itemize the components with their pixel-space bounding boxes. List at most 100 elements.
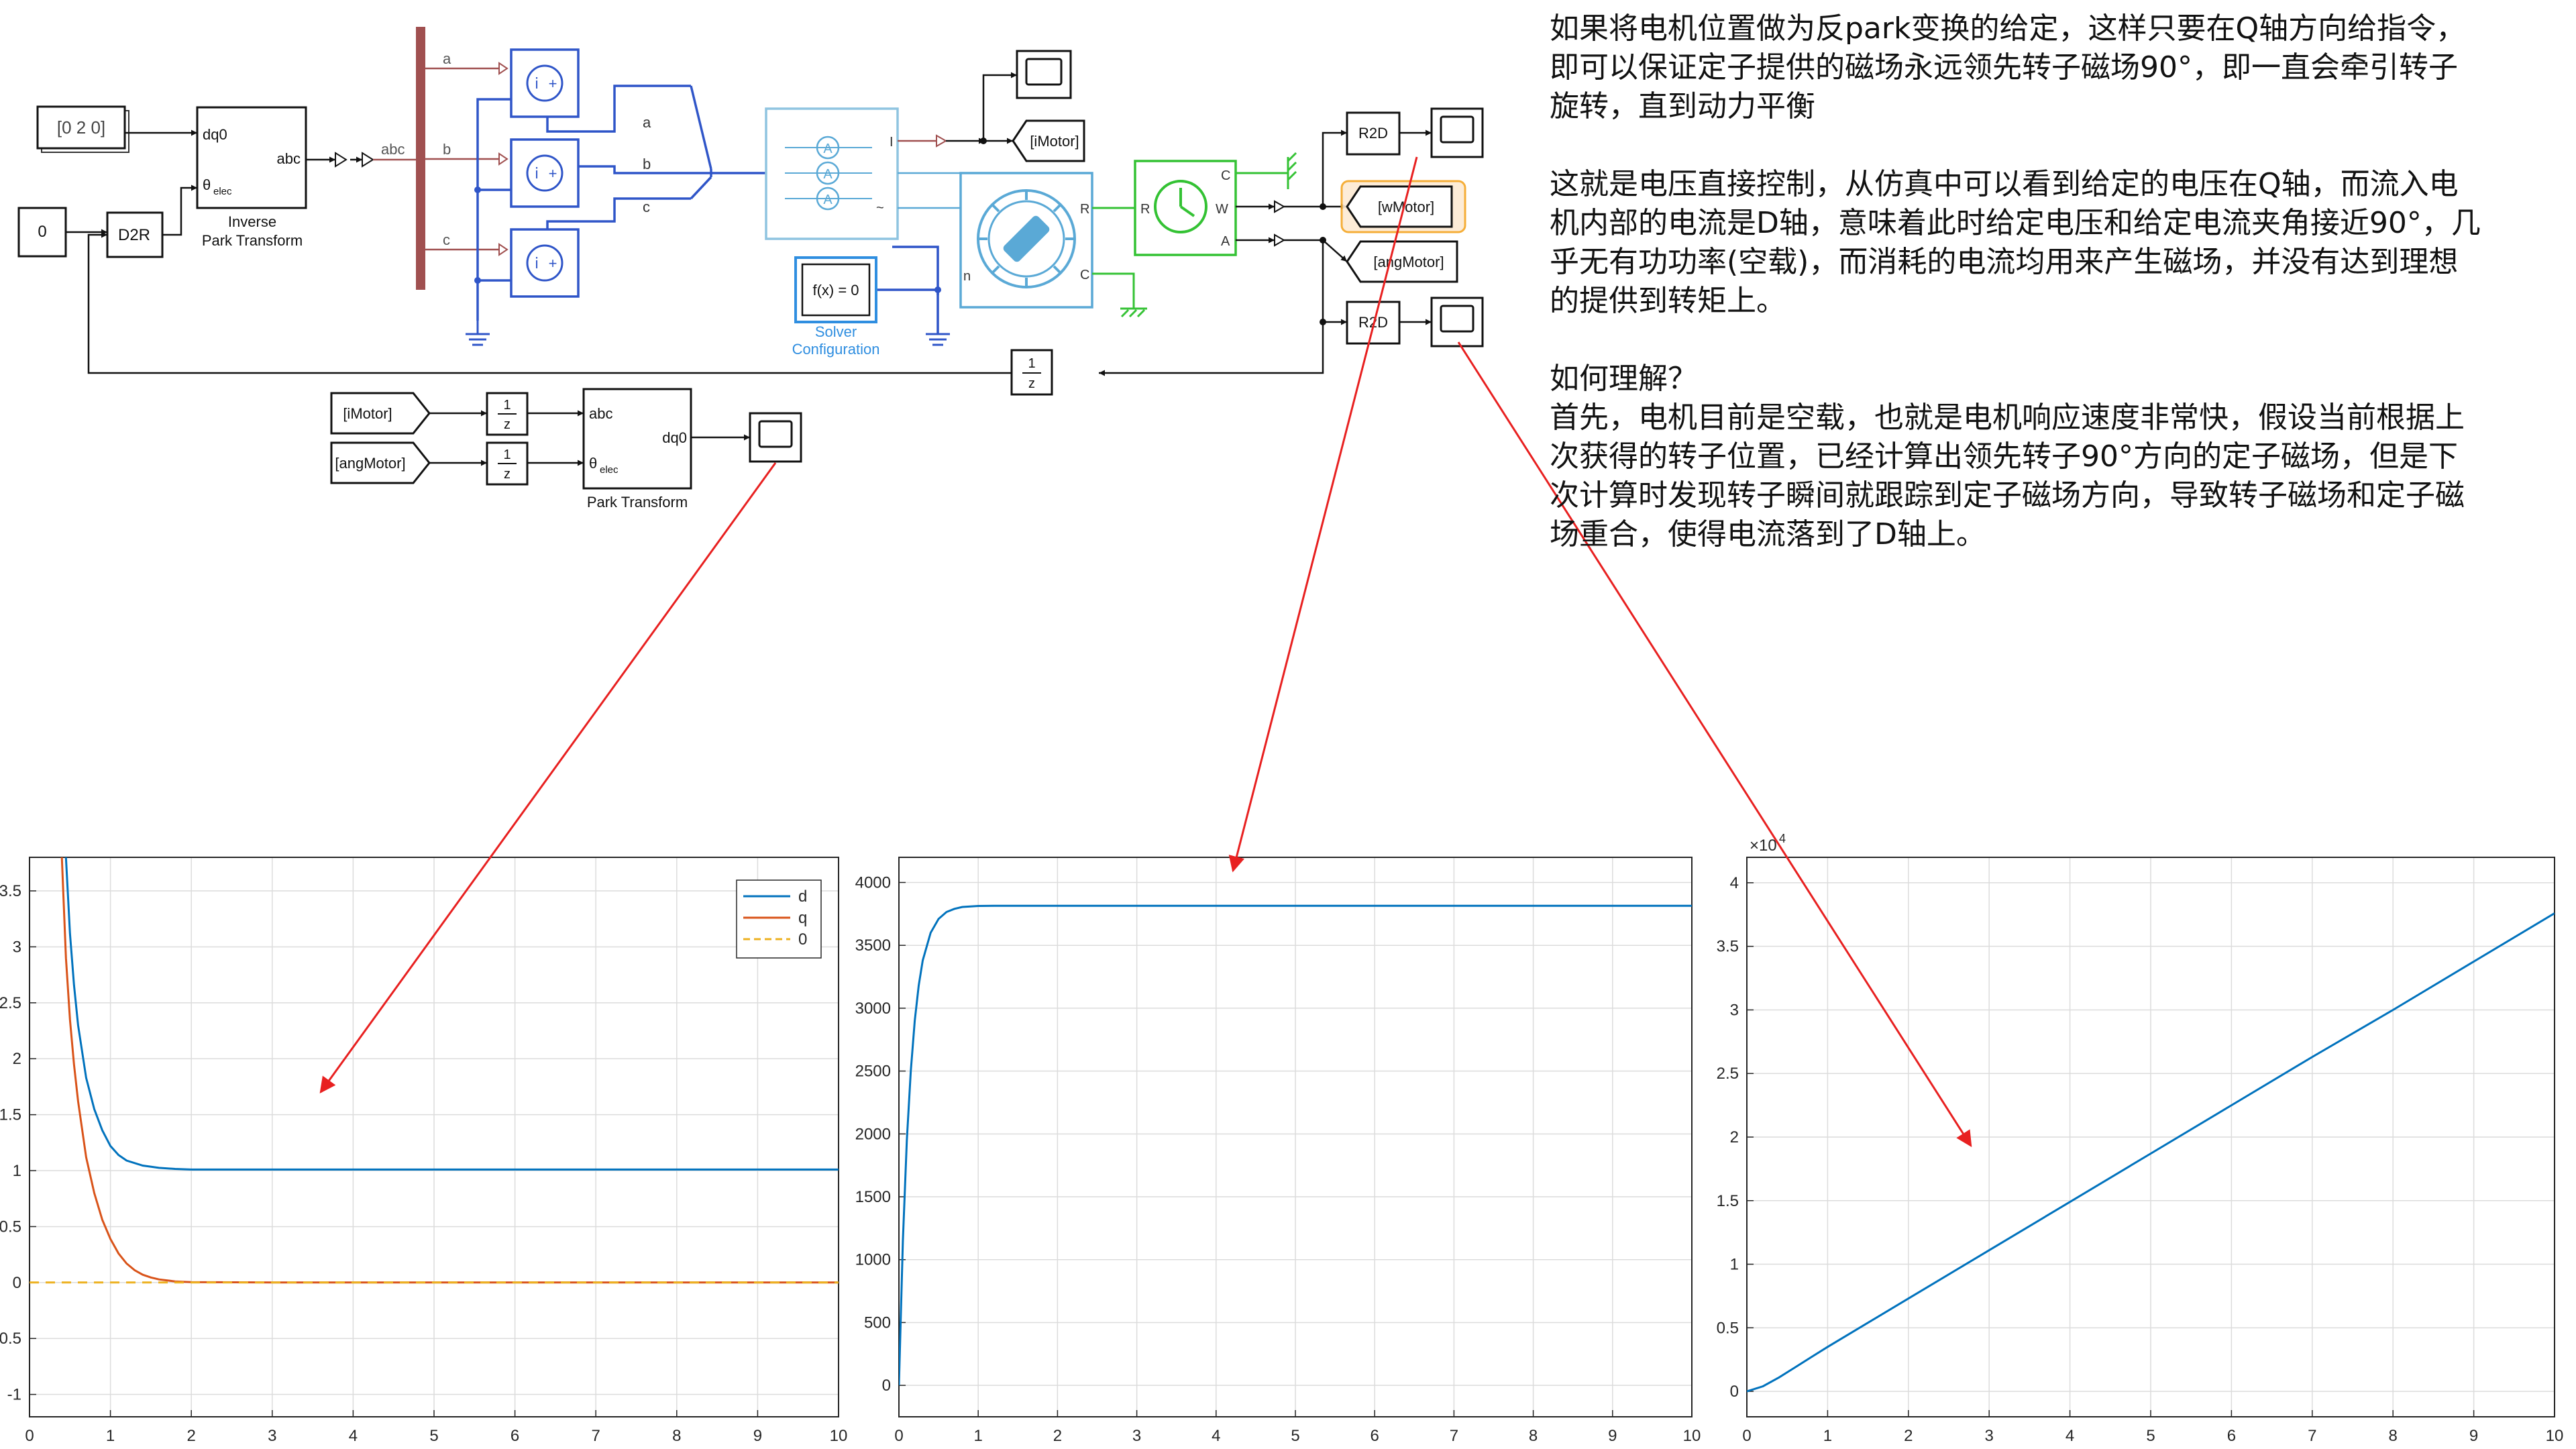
note-question: 如何理解？ [1550, 362, 1697, 396]
solver-title-1: Solver [815, 323, 857, 340]
scope-speed[interactable] [1430, 107, 1484, 158]
y-tick-label: 1 [1730, 1256, 1739, 1274]
park-port-theta-sub: elec [600, 464, 619, 476]
x-tick-label: 5 [429, 1427, 438, 1445]
inverse-park-transform-block[interactable]: dq0 θ elec abc Inverse Park Transform [196, 106, 307, 249]
bus-selector-bar[interactable] [416, 27, 425, 290]
scope-dq[interactable] [749, 412, 802, 463]
svg-text:ⅰ: ⅰ [535, 75, 539, 92]
r2d-block-speed[interactable]: R2D [1346, 111, 1401, 156]
from-imotor[interactable]: [iMotor] [330, 392, 431, 435]
y-tick-label: 3.5 [1717, 938, 1739, 956]
svg-text:z: z [504, 467, 511, 482]
phase-label-b: b [443, 141, 451, 158]
inv-park-title-1: Inverse [228, 213, 276, 230]
merge-label-b: b [643, 156, 651, 172]
ground-symbol-solver [926, 333, 950, 346]
x-tick-label: 0 [1742, 1427, 1751, 1445]
scope-angle[interactable] [1430, 297, 1484, 347]
mech-ground-speed [1287, 152, 1297, 189]
voltage-source-b[interactable]: ⅰ + [510, 138, 580, 208]
current-sensor-block[interactable]: A A A I ~ [765, 107, 899, 240]
park-transform-block[interactable]: abc θ elec dq0 Park Transform [582, 388, 692, 511]
from-imotor-label: [iMotor] [343, 405, 392, 422]
y-tick-label: 3 [13, 938, 21, 956]
inv-park-port-abc: abc [277, 150, 301, 167]
x-tick-label: 4 [349, 1427, 358, 1445]
goto-angmotor-label: [angMotor] [1373, 254, 1444, 270]
y-tick-label: 2.5 [1717, 1065, 1739, 1083]
speed-port-c: C [1221, 168, 1230, 183]
note-p2-line-3: 乎无有功功率(空载)，而消耗的电流均用来产生磁场，并没有达到理想 [1550, 245, 2459, 279]
pmsm-motor-block[interactable]: n R C [959, 172, 1093, 309]
speed-sensor-block[interactable]: R C W A [1134, 160, 1237, 256]
x-tick-label: 8 [672, 1427, 681, 1445]
y-multiplier-label: ×10 [1750, 837, 1777, 855]
motor-port-n: n [963, 269, 971, 284]
x-tick-label: 8 [1529, 1427, 1538, 1445]
unit-delay-angle[interactable]: 1 z [486, 441, 529, 486]
y-tick-label: 1500 [855, 1188, 891, 1206]
sensor-port-tilde: ~ [876, 201, 884, 215]
goto-imotor[interactable]: [iMotor] [1012, 119, 1085, 162]
speed-port-r: R [1140, 202, 1150, 217]
voltage-source-a[interactable]: ⅰ + [510, 48, 580, 118]
svg-text:z: z [1028, 376, 1035, 391]
x-tick-label: 3 [1985, 1427, 1994, 1445]
chart-axes-box [29, 857, 839, 1417]
solver-configuration-block[interactable]: f(x) = 0 Solver Configuration [792, 256, 880, 358]
x-tick-label: 1 [974, 1427, 983, 1445]
note-paragraph-3: 首先，电机目前是空载，也就是电机响应速度非常快，假设当前根据上 次获得的转子位置… [1550, 398, 2563, 554]
svg-text:ⅰ: ⅰ [535, 165, 539, 182]
y-tick-label: 0 [13, 1274, 21, 1292]
phase-label-c: c [443, 231, 450, 248]
svg-text:+: + [549, 75, 557, 92]
note-paragraph-1: 如果将电机位置做为反park变换的给定，这样只要在Q轴方向给指令， 即可以保证定… [1550, 9, 2563, 126]
constant-vector-block[interactable]: [0 2 0] [36, 105, 129, 153]
svg-text:1: 1 [1028, 356, 1035, 371]
x-tick-label: 10 [1683, 1427, 1701, 1445]
unit-delay-current[interactable]: 1 z [486, 392, 529, 436]
svg-text:z: z [504, 417, 511, 432]
d2r-block[interactable]: D2R [106, 211, 164, 258]
ground-symbol-sources [466, 321, 490, 346]
x-tick-label: 6 [2227, 1427, 2236, 1445]
scope-current[interactable] [1016, 50, 1072, 99]
y-tick-label: 3.5 [0, 882, 21, 900]
note-p1-line-1: 如果将电机位置做为反park变换的给定，这样只要在Q轴方向给指令， [1550, 11, 2466, 46]
x-tick-label: 9 [753, 1427, 762, 1445]
y-tick-label: 4 [1730, 874, 1739, 892]
mech-ground-motor [1120, 307, 1147, 318]
y-tick-label: 1000 [855, 1251, 891, 1269]
constant-vector-label: [0 2 0] [57, 117, 105, 138]
park-port-abc: abc [589, 405, 612, 422]
y-tick-label: 0.5 [1717, 1319, 1739, 1337]
svg-text:+: + [549, 255, 557, 272]
x-tick-label: 2 [1904, 1427, 1913, 1445]
voltage-source-c[interactable]: ⅰ + [510, 228, 580, 298]
y-tick-label: 1.5 [1717, 1192, 1739, 1210]
x-tick-label: 10 [2546, 1427, 2564, 1445]
x-tick-label: 0 [25, 1427, 34, 1445]
y-tick-label: -0.5 [0, 1330, 21, 1348]
x-tick-label: 4 [2065, 1427, 2074, 1445]
chart-legend[interactable]: dq0 [736, 879, 822, 959]
svg-text:+: + [549, 165, 557, 182]
from-angmotor[interactable]: [angMotor] [330, 441, 431, 484]
svg-text:A: A [823, 167, 833, 182]
note-p3-line-1: 首先，电机目前是空载，也就是电机响应速度非常快，假设当前根据上 [1550, 400, 2465, 435]
park-port-dq0: dq0 [662, 429, 687, 446]
y-tick-label: 0.5 [0, 1218, 21, 1236]
note-p1-line-3: 旋转，直到动力平衡 [1550, 89, 1815, 123]
constant-zero-block[interactable]: 0 [17, 207, 67, 258]
goto-angmotor[interactable]: [angMotor] [1346, 240, 1458, 283]
x-tick-label: 5 [1291, 1427, 1299, 1445]
charts-area: 012345678910-1-0.500.511.522.533.5dq0012… [0, 832, 2563, 1445]
x-tick-label: 4 [1212, 1427, 1220, 1445]
x-tick-label: 0 [894, 1427, 903, 1445]
unit-delay-feedback[interactable]: 1 z [1010, 349, 1053, 396]
svg-text:ⅰ: ⅰ [535, 255, 539, 272]
